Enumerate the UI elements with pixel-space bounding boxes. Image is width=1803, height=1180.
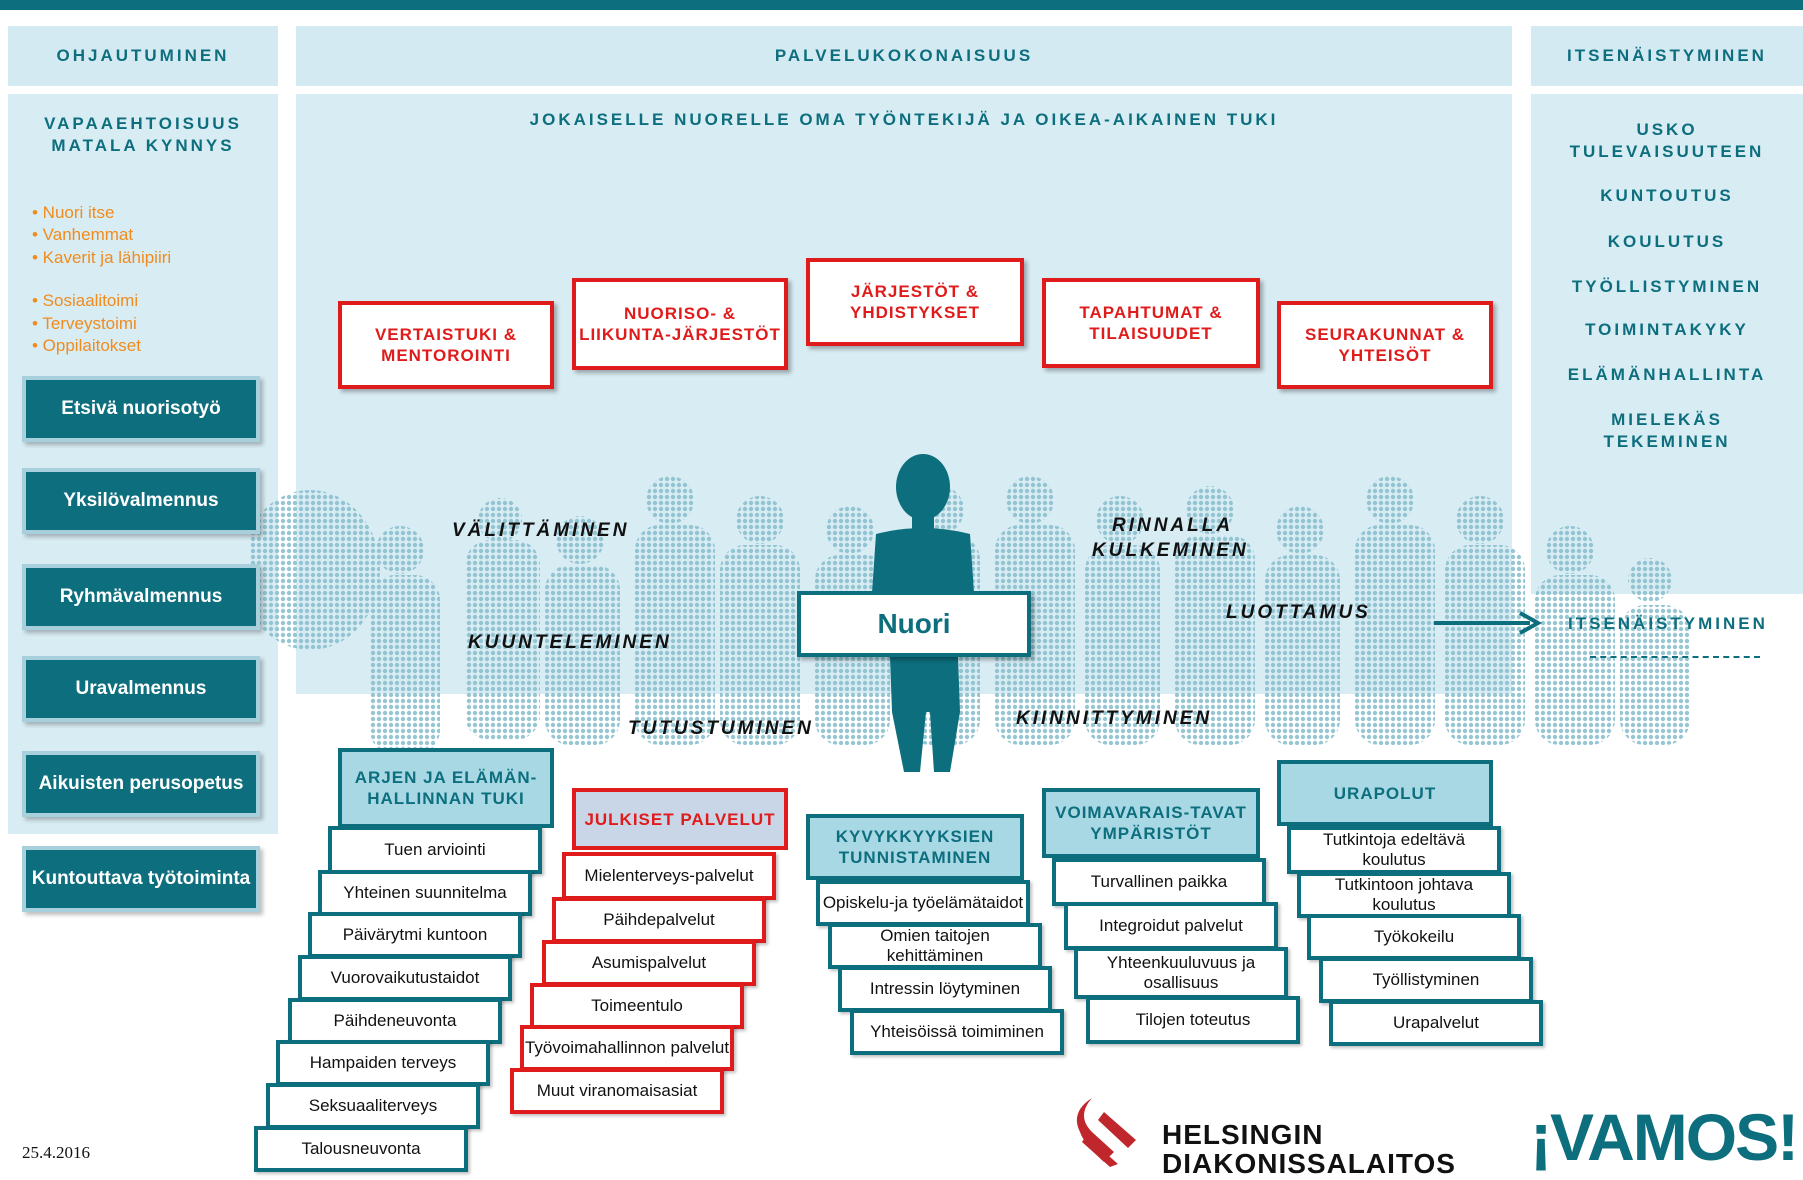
list-item: • Oppilaitokset xyxy=(32,336,141,355)
verb-kuuntelemen: KUUNTELEMINEN xyxy=(468,632,672,653)
right-koulutus: KOULUTUS xyxy=(1607,232,1727,251)
top-bar xyxy=(0,0,1803,10)
button-yksilovalmennus[interactable]: Yksilövalmennus xyxy=(22,468,260,534)
nuori-box: Nuori xyxy=(797,591,1031,657)
right-toimintakyky: TOIMINTAKYKY xyxy=(1585,320,1749,339)
redbox-vertaistuki: VERTAISTUKI & MENTOROINTI xyxy=(338,301,554,389)
list-item: • Vanhemmat xyxy=(32,225,134,244)
dashed-line xyxy=(1590,656,1760,658)
stack-item: Työvoimahallinnon palvelut xyxy=(520,1025,734,1071)
list-item: • Sosiaalitoimi xyxy=(32,291,139,310)
stack-item: Toimeentulo xyxy=(530,983,744,1029)
stack-item: Vuorovaikutustaidot xyxy=(298,955,512,1001)
logo-diakonissalaitos: DIAKONISSALAITOS xyxy=(1162,1148,1456,1179)
header-itsenaistyminen: ITSENÄISTYMINEN xyxy=(1531,26,1803,86)
redbox-nuoriso-liikunta: NUORISO- & LIIKUNTA-JÄRJESTÖT xyxy=(572,278,788,370)
stack-item: Seksuaaliterveys xyxy=(266,1083,480,1129)
arrow-icon xyxy=(1434,611,1543,635)
right-tekeminen: TEKEMINEN xyxy=(1603,432,1731,451)
redbox-tapahtumat: TAPAHTUMAT & TILAISUUDET xyxy=(1042,278,1260,368)
stack-header-urapolut: URAPOLUT xyxy=(1277,760,1493,826)
button-aikuisten-perusopetus[interactable]: Aikuisten perusopetus xyxy=(22,751,260,817)
button-ryhmavalmennus[interactable]: Ryhmävalmennus xyxy=(22,564,260,630)
stack-item: Työllistyminen xyxy=(1319,957,1533,1003)
stack-item: Tuen arviointi xyxy=(328,826,542,874)
stack-item: Yhteisöissä toimiminen xyxy=(850,1009,1064,1055)
stack-item: Omien taitojen kehittäminen xyxy=(828,923,1042,969)
stack-item: Opiskelu-ja työelämätaidot xyxy=(816,880,1030,926)
list-item: • Nuori itse xyxy=(32,203,115,222)
footer-date: 25.4.2016 xyxy=(22,1143,90,1162)
stack-item: Päihdeneuvonta xyxy=(288,998,502,1044)
logo-helsingin: HELSINGIN xyxy=(1162,1119,1324,1150)
redbox-seurakunnat: SEURAKUNNAT & YHTEISÖT xyxy=(1277,301,1493,389)
redbox-jarjestot: JÄRJESTÖT & YHDISTYKSET xyxy=(806,258,1024,346)
verb-luottamus: LUOTTAMUS xyxy=(1226,602,1371,623)
vamos-logo: ¡VAMOS! xyxy=(1530,1100,1799,1174)
verb-tutustuminen: TUTUSTUMINEN xyxy=(628,718,814,739)
verb-rinnalla: RINNALLA xyxy=(1112,515,1234,536)
stack-item: Muut viranomaisasiat xyxy=(510,1068,724,1114)
verb-kiinnittyminen: KIINNITTYMINEN xyxy=(1016,708,1213,729)
stack-item: Yhteinen suunnitelma xyxy=(318,870,532,916)
stack-header-kyvykkyys: KYVYKKYYKSIEN TUNNISTAMINEN xyxy=(806,814,1024,880)
stack-item: Turvallinen paikka xyxy=(1052,858,1266,906)
subtitle-matala-kynnys: MATALA KYNNYS xyxy=(51,136,235,155)
diakonissalaitos-logo-icon xyxy=(1076,1098,1136,1167)
button-etsiva-nuorisotyo[interactable]: Etsivä nuorisotyö xyxy=(22,376,260,442)
stack-item: Talousneuvonta xyxy=(254,1126,468,1172)
stack-item: Tilojen toteutus xyxy=(1086,996,1300,1044)
stack-item: Päihdepalvelut xyxy=(552,897,766,943)
right-mielekas: MIELEKÄS xyxy=(1611,410,1723,429)
crowd-silhouette xyxy=(250,476,1690,755)
button-kuntouttava-tyotoiminta[interactable]: Kuntouttava työtoiminta xyxy=(22,846,260,912)
list-item: • Terveystoimi xyxy=(32,314,137,333)
stack-item: Työkokeilu xyxy=(1307,914,1521,960)
stack-item: Päivärytmi kuntoon xyxy=(308,912,522,958)
right-panel xyxy=(1531,94,1803,594)
stack-header-voimavarais: VOIMAVARAIS-TAVAT YMPÄRISTÖT xyxy=(1042,788,1260,858)
verb-kulkeminen: KULKEMINEN xyxy=(1092,540,1249,561)
stack-item: Tutkintoja edeltävä koulutus xyxy=(1287,826,1501,874)
list-item: • Kaverit ja lähipiiri xyxy=(32,248,172,267)
subtitle-vapaaehtoisuus: VAPAAEHTOISUUS xyxy=(44,114,242,133)
stack-item: Tutkintoon johtava koulutus xyxy=(1297,872,1511,918)
button-uravalmennus[interactable]: Uravalmennus xyxy=(22,656,260,722)
stack-item: Mielenterveys-palvelut xyxy=(562,852,776,900)
stack-item: Yhteenkuuluvuus ja osallisuus xyxy=(1074,947,1288,999)
stack-item: Hampaiden terveys xyxy=(276,1040,490,1086)
stack-item: Intressin löytyminen xyxy=(838,966,1052,1012)
right-elamanhallinta: ELÄMÄNHALLINTA xyxy=(1567,365,1767,384)
header-ohjautuminen: OHJAUTUMINEN xyxy=(8,26,278,86)
right-usko: USKO xyxy=(1636,120,1698,139)
stack-item: Asumispalvelut xyxy=(542,940,756,986)
stack-header-arjen: ARJEN JA ELÄMÄN-HALLINNAN TUKI xyxy=(338,748,554,828)
stack-item: Urapalvelut xyxy=(1329,1000,1543,1046)
center-headline: JOKAISELLE NUORELLE OMA TYÖNTEKIJÄ JA OI… xyxy=(529,110,1279,129)
right-tyollistyminen: TYÖLLISTYMINEN xyxy=(1571,277,1763,296)
right-tulevaisuuteen: TULEVAISUUTEEN xyxy=(1569,142,1765,161)
stack-item: Integroidut palvelut xyxy=(1064,902,1278,950)
arrow-label-itsenaistyminen: ITSENÄISTYMINEN xyxy=(1568,614,1768,633)
header-palvelukokonaisuus: PALVELUKOKONAISUUS xyxy=(296,26,1512,86)
verb-valittaminen: VÄLITTÄMINEN xyxy=(452,520,630,541)
stack-header-julkiset: JULKISET PALVELUT xyxy=(572,788,788,850)
right-kuntoutus: KUNTOUTUS xyxy=(1600,186,1734,205)
